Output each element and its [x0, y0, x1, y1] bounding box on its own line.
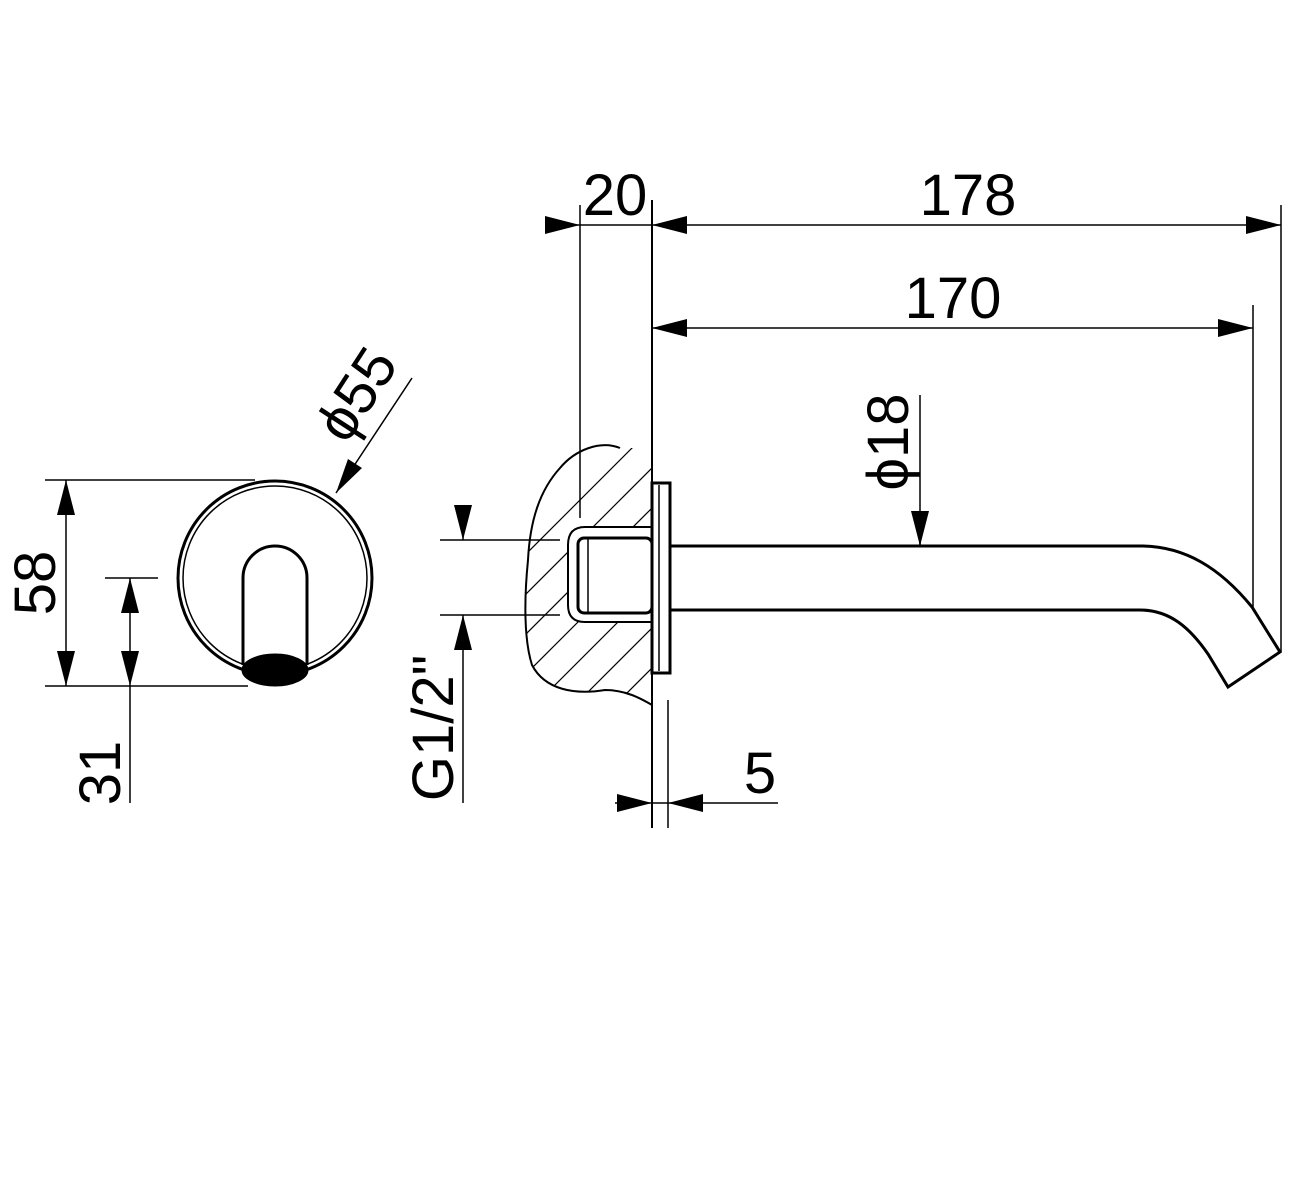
arrow-31-bottom — [121, 651, 139, 686]
arrow-20 — [545, 216, 580, 234]
arrow-170-left — [652, 319, 687, 337]
arrow-170-right — [1218, 319, 1253, 337]
arrow-178-left — [652, 216, 687, 234]
spout-outlet — [241, 653, 309, 687]
dim-58-label: 58 — [3, 551, 68, 616]
dim-5-label: 5 — [744, 741, 776, 806]
side-view: 20 178 170 ϕ18 G1/2" 5 — [401, 163, 1283, 828]
arrow-thread-bottom — [454, 615, 472, 650]
dim-18-label: ϕ18 — [856, 394, 921, 491]
arrow-31-top — [121, 578, 139, 613]
dim-20-label: 20 — [583, 163, 648, 228]
front-view: 58 31 ϕ55 — [3, 336, 413, 806]
dim-55-label: ϕ55 — [303, 336, 410, 453]
arrow-5-left — [617, 794, 652, 812]
rosette-outer-circle — [176, 479, 374, 677]
dim-178-label: 178 — [920, 163, 1017, 228]
arrow-58-bottom — [57, 651, 75, 686]
wall-socket — [567, 526, 653, 623]
arrow-18 — [911, 511, 929, 546]
spout-front-outline — [241, 544, 309, 665]
arrow-thread-top — [454, 505, 472, 540]
arrow-55 — [336, 459, 362, 493]
dim-170-label: 170 — [905, 266, 1002, 331]
rosette-side — [650, 481, 672, 675]
spout-body — [670, 544, 1283, 690]
arrow-58-top — [57, 480, 75, 515]
arrow-178-right — [1246, 216, 1281, 234]
rosette-inner-circle — [182, 485, 368, 671]
wall-section-outline — [524, 444, 653, 706]
dim-31-label: 31 — [68, 741, 133, 806]
dim-thread-label: G1/2" — [401, 655, 466, 801]
arrow-5-right — [668, 794, 703, 812]
